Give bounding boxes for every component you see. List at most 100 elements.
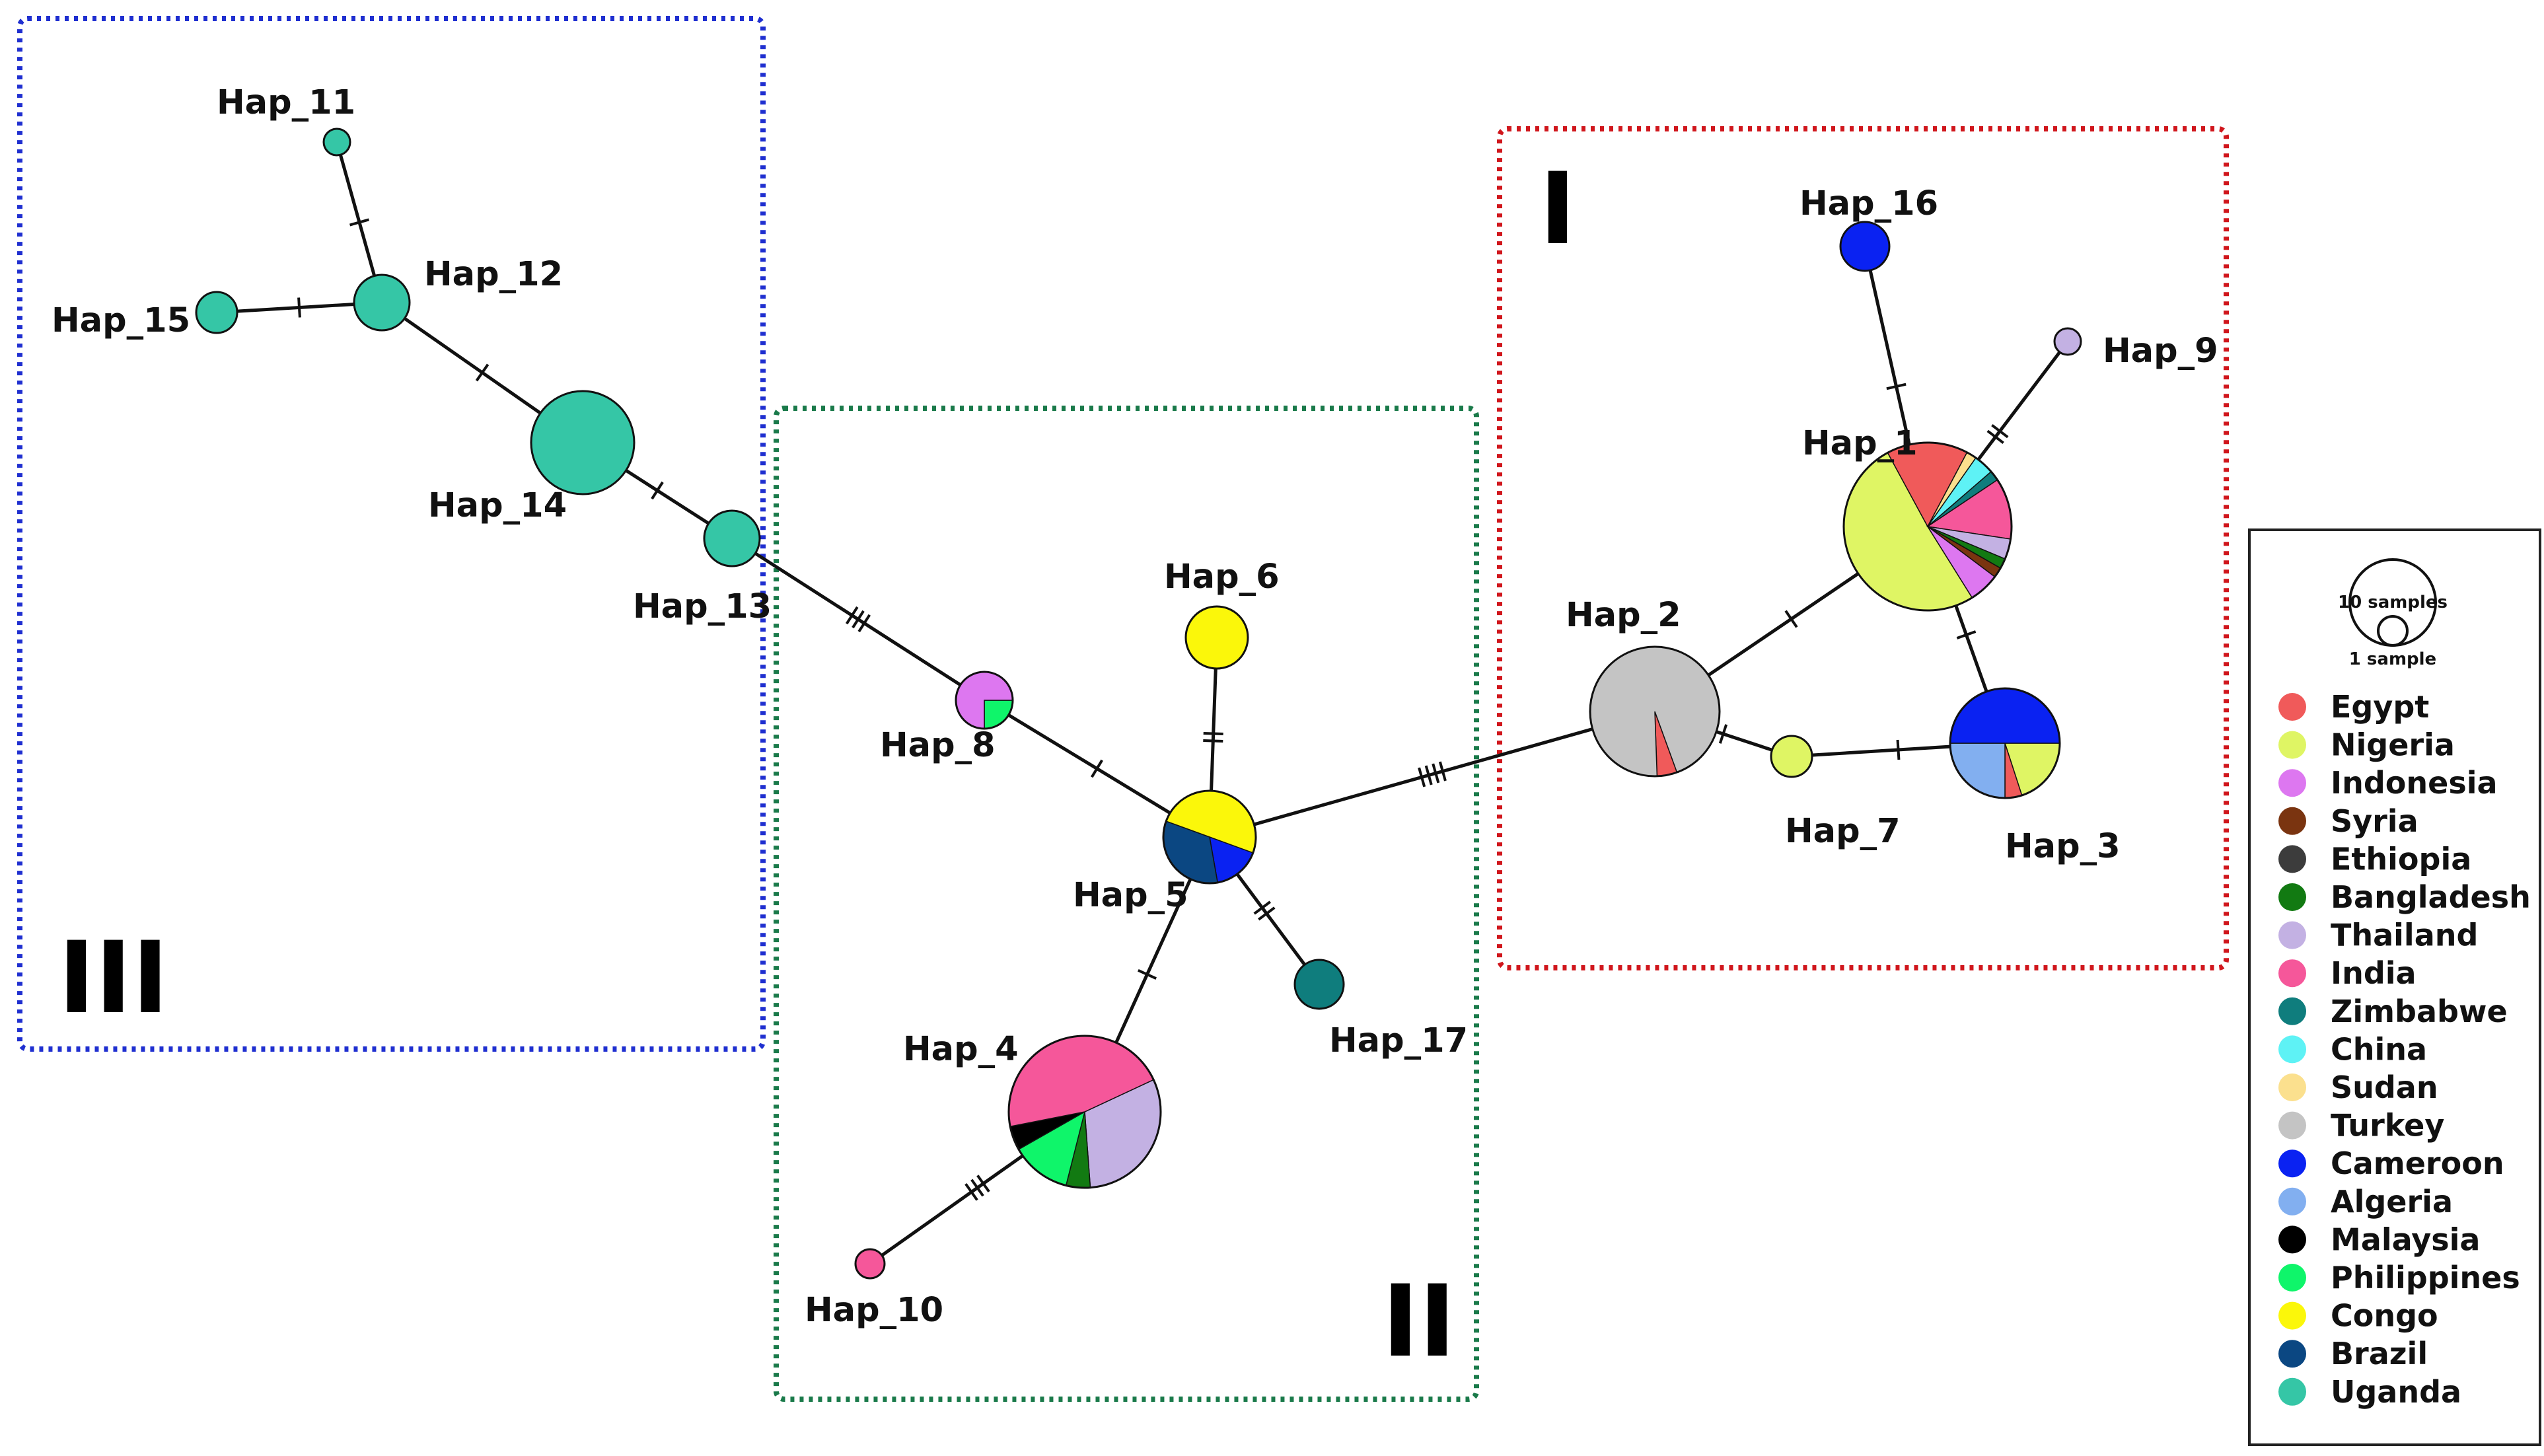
mutation-tick	[1986, 429, 2004, 445]
label-hap-15: Hap_15	[52, 301, 190, 340]
mutation-tick	[1253, 900, 1271, 915]
label-hap-6: Hap_6	[1164, 558, 1280, 597]
legend-swatch-algeria	[2278, 1187, 2306, 1216]
mutation-tick	[964, 1183, 978, 1201]
mutation-tick	[1203, 731, 1223, 736]
node-hap-5	[1162, 789, 1257, 885]
mutation-tick	[1432, 763, 1440, 783]
haplotype-labels: Hap_1 Hap_2 Hap_3 Hap_4 Hap_5 Hap_6 Hap_…	[52, 83, 2218, 1330]
slice-nigeria	[1770, 735, 1813, 778]
legend-label-indonesia: Indonesia	[2331, 765, 2498, 801]
node-hap-1	[1842, 441, 2013, 612]
legend-swatch-bangladesh	[2278, 883, 2306, 911]
label-hap-13: Hap_13	[633, 587, 772, 626]
label-hap-16: Hap_16	[1799, 184, 1938, 223]
mutation-tick	[349, 218, 369, 227]
legend-label-uganda: Uganda	[2331, 1374, 2461, 1410]
mutation-ticks	[297, 218, 2009, 1201]
label-hap-9: Hap_9	[2103, 332, 2218, 371]
node-hap-6	[1184, 605, 1249, 670]
node-hap-12	[353, 273, 411, 332]
mutation-tick	[1956, 630, 1977, 639]
node-hap-7	[1770, 735, 1813, 778]
legend-label-egypt: Egypt	[2331, 689, 2429, 725]
legend-swatch-congo	[2278, 1301, 2306, 1330]
mutation-tick	[970, 1179, 984, 1197]
legend-swatch-thailand	[2278, 921, 2306, 949]
label-hap-2: Hap_2	[1566, 596, 1681, 635]
label-hap-11: Hap_11	[217, 83, 355, 122]
legend-label-cameroon: Cameroon	[2331, 1146, 2504, 1181]
size-legend-large-label: 10 samples	[2338, 593, 2448, 612]
legend-swatch-sudan	[2278, 1074, 2306, 1101]
legend-swatch-brazil	[2278, 1340, 2306, 1368]
mutation-tick	[845, 606, 859, 625]
legend-label-philippines: Philippines	[2331, 1260, 2520, 1295]
mutation-tick	[1886, 382, 1907, 390]
mutation-tick	[475, 363, 490, 382]
mutation-tick	[857, 614, 871, 633]
slice-uganda	[322, 127, 351, 157]
label-hap-17: Hap_17	[1329, 1021, 1468, 1060]
legend-label-brazil: Brazil	[2331, 1336, 2428, 1371]
slice-india	[854, 1248, 886, 1280]
cluster-box-ii	[774, 406, 1479, 1402]
size-legend-small-circle	[2377, 615, 2409, 647]
mutation-tick	[1896, 739, 1901, 760]
mutation-tick	[1438, 761, 1447, 782]
node-hap-14	[530, 390, 636, 495]
cluster-box-i	[1497, 126, 2229, 970]
node-outline	[955, 671, 1014, 730]
node-hap-13	[703, 509, 761, 567]
mutation-tick	[1718, 724, 1728, 744]
node-hap-2	[1589, 645, 1721, 778]
node-hap-15	[195, 291, 238, 334]
node-hap-9	[2053, 327, 2082, 356]
label-hap-1: Hap_1	[1802, 424, 1918, 463]
node-hap-11	[322, 127, 351, 157]
slice-uganda	[353, 273, 411, 332]
legend-swatch-ethiopia	[2278, 845, 2306, 873]
slice-uganda	[195, 291, 238, 334]
mutation-tick	[1138, 968, 1157, 980]
mutation-tick	[1991, 423, 2009, 439]
mutation-tick	[1418, 767, 1426, 787]
legend-box	[2248, 528, 2541, 1446]
legend-swatch-indonesia	[2278, 769, 2306, 797]
slice-zimbabwe	[1293, 959, 1345, 1010]
cluster-label-iii: III	[58, 921, 168, 1036]
size-legend-small-label: 1 sample	[2349, 649, 2436, 669]
node-hap-8	[955, 671, 1014, 730]
mutation-tick	[1424, 765, 1433, 785]
legend-label-malaysia: Malaysia	[2331, 1221, 2480, 1257]
label-hap-4: Hap_4	[903, 1030, 1019, 1069]
mutation-tick	[1091, 759, 1103, 778]
legend-swatch-philippines	[2278, 1264, 2306, 1292]
node-hap-16	[1839, 221, 1891, 272]
legend-swatch-india	[2278, 959, 2306, 988]
node-outline	[1949, 687, 2061, 799]
legend-label-china: China	[2331, 1031, 2427, 1067]
slice-uganda	[530, 390, 636, 495]
legend-swatch-cameroon	[2278, 1149, 2306, 1178]
label-hap-3: Hap_3	[2005, 827, 2121, 866]
legend-label-syria: Syria	[2331, 803, 2418, 839]
slice-uganda	[703, 509, 761, 567]
legend-swatch-uganda	[2278, 1377, 2306, 1406]
node-outline	[1007, 1035, 1162, 1189]
mutation-tick	[651, 481, 664, 500]
legend-label-sudan: Sudan	[2331, 1070, 2438, 1105]
node-hap-10	[854, 1248, 886, 1280]
mutation-tick	[1258, 906, 1276, 921]
legend-label-thailand: Thailand	[2331, 918, 2478, 953]
legend-entries: EgyptNigeriaIndonesiaSyriaEthiopiaBangla…	[2278, 689, 2531, 1410]
legend-swatch-nigeria	[2278, 731, 2306, 759]
haplotype-nodes	[195, 127, 2082, 1280]
legend-swatch-syria	[2278, 807, 2306, 835]
node-outline	[1589, 645, 1721, 778]
legend-swatch-egypt	[2278, 693, 2306, 721]
legend-label-bangladesh: Bangladesh	[2331, 879, 2531, 915]
node-hap-17	[1293, 959, 1345, 1010]
